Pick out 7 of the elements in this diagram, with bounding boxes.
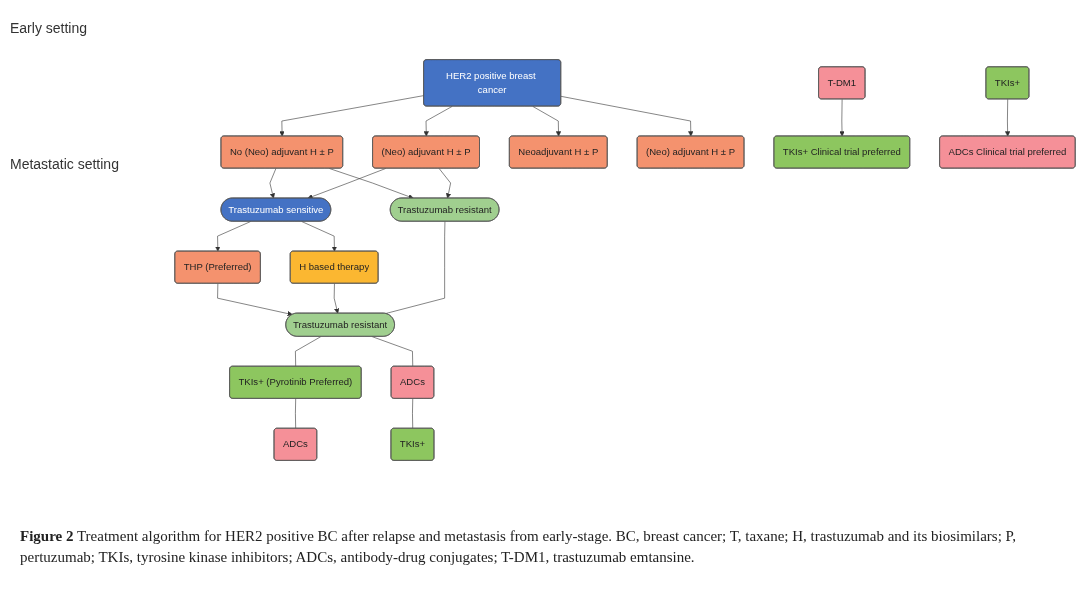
connector — [385, 221, 446, 314]
connector — [412, 398, 414, 429]
connector — [295, 336, 322, 367]
connector — [295, 398, 296, 429]
section-label: Early setting — [10, 20, 89, 36]
figure-caption: Figure 2 Treatment algorithm for HER2 positive BC after relapse and metastasis from early-stage. BC, breast cancer; T, taxane; H, trastuzumab and its biosimilars; P, pertuzumab; TKIs, tyrosine kinase inhibitors; ADCs, antibody-drug conjugates; T-DM1, trastuzumab emtansine. — [19, 527, 1018, 567]
section-label: Metastatic setting — [10, 156, 120, 172]
